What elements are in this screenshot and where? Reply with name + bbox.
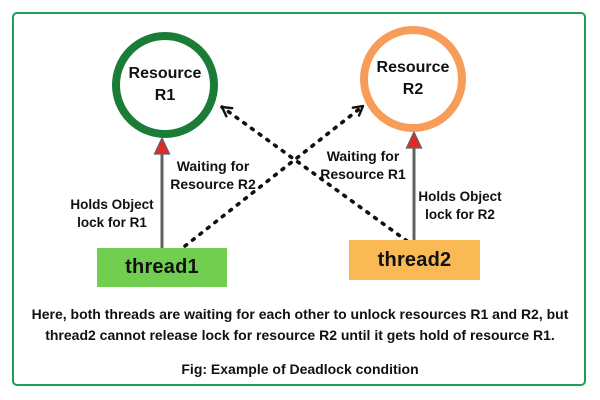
figure-border	[12, 12, 586, 386]
resource-r1-label: Resource R1	[128, 65, 202, 104]
figure-caption: Fig: Example of Deadlock condition	[181, 361, 419, 377]
waiting-for-r1-label: Waiting for Resource R1	[320, 148, 406, 183]
waiting-arrow-thread1-r2	[183, 104, 365, 248]
holds-lock-arrowhead-r1	[153, 136, 171, 155]
holds-lock-r2-label: Holds Object lock for R2	[418, 189, 502, 222]
thread1-node: thread1	[97, 248, 227, 287]
thread2-node: thread2	[349, 240, 480, 280]
holds-lock-arrowhead-r2	[405, 130, 423, 149]
resource-r2-label: Resource R2	[376, 59, 450, 98]
deadlock-description: Here, both threads are waiting for each …	[31, 306, 569, 343]
waiting-arrow-thread2-r1	[220, 105, 409, 243]
waiting-for-r2-label: Waiting for Resource R2	[170, 158, 256, 193]
resource-r2-node: Resource R2	[360, 26, 466, 132]
resource-r1-node: Resource R1	[112, 32, 218, 138]
thread2-label: thread2	[377, 248, 452, 271]
thread1-label: thread1	[125, 256, 199, 278]
holds-lock-r1-label: Holds Object lock for R1	[70, 197, 154, 230]
